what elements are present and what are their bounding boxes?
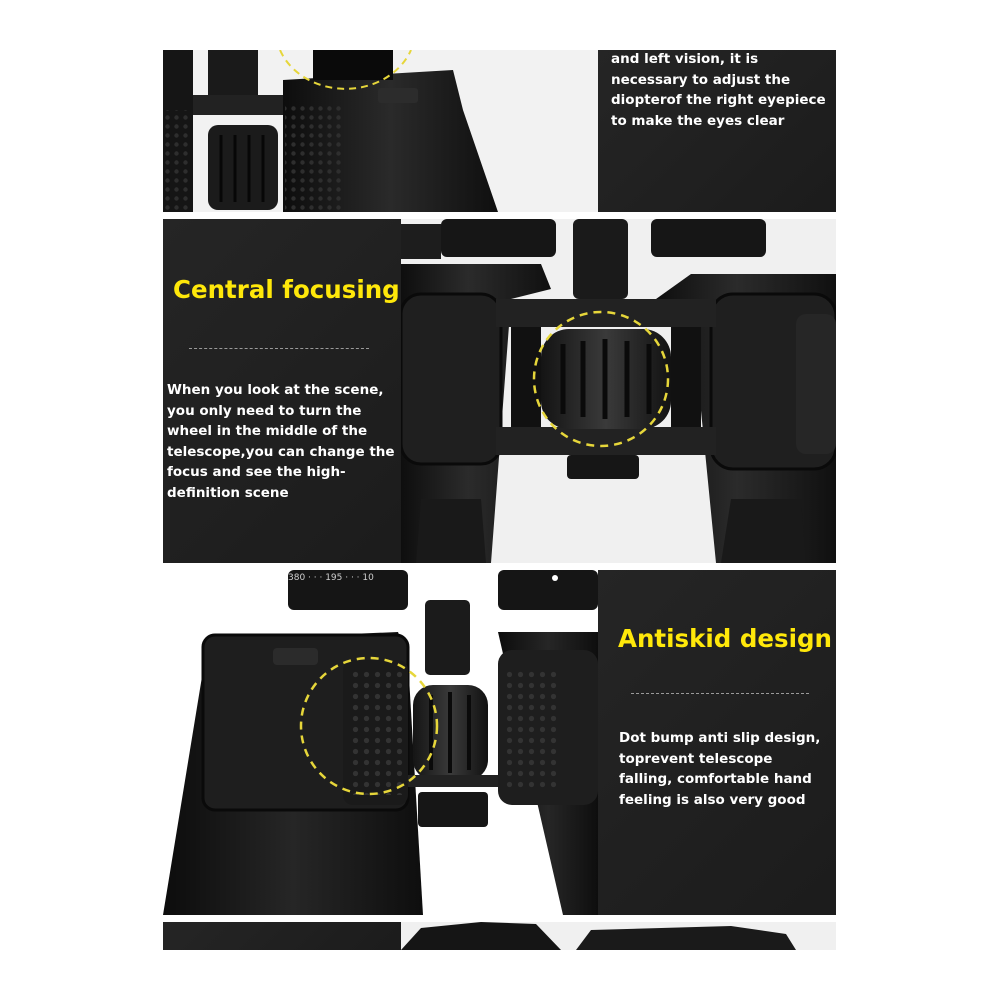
- section-next: [163, 922, 836, 950]
- binocular-grip-photo: 380 · · · 195 · · · 10: [163, 570, 598, 915]
- antiskid-description: Dot bump anti slip design, toprevent tel…: [619, 730, 821, 808]
- binocular-photo-partial: [401, 922, 836, 950]
- dashed-divider: [189, 348, 369, 349]
- focus-description: When you look at the scene, you only nee…: [167, 382, 395, 501]
- section-antiskid-design: 380 · · · 195 · · · 10 Antiskid design D…: [163, 570, 836, 915]
- section-central-focusing: Central focusing When you look at the sc…: [163, 219, 836, 563]
- text-panel: [163, 922, 401, 950]
- text-panel: and left vision, it is necessary to adju…: [598, 50, 836, 212]
- section-heading: Antiskid design: [618, 624, 832, 653]
- text-panel: Antiskid design Dot bump anti slip desig…: [598, 570, 836, 915]
- text-panel: Central focusing When you look at the sc…: [163, 219, 401, 563]
- scale-label: 380 · · · 195 · · · 10: [288, 573, 374, 583]
- diopter-description: and left vision, it is necessary to adju…: [611, 51, 826, 129]
- dashed-divider: [631, 693, 809, 694]
- section-heading: Central focusing: [173, 275, 400, 304]
- section-diopter: and left vision, it is necessary to adju…: [163, 50, 836, 212]
- binocular-focus-wheel-photo: [401, 219, 836, 563]
